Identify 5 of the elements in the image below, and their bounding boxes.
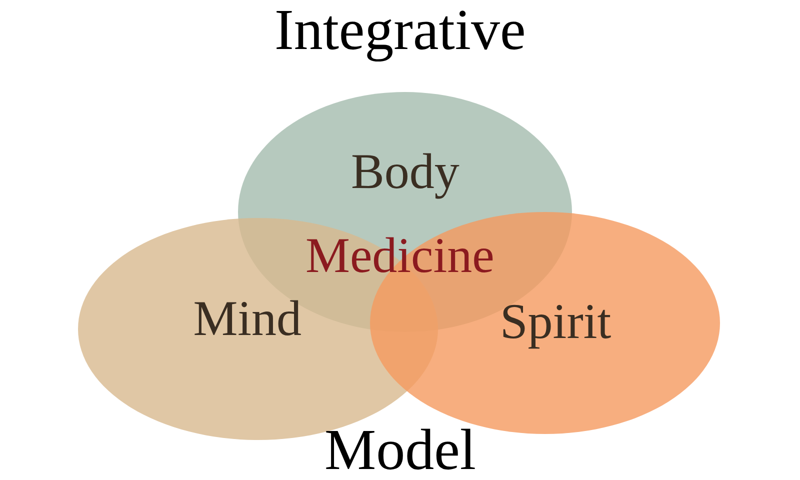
diagram-title: Integrative — [274, 1, 526, 59]
diagram-caption: Model — [324, 421, 476, 479]
circle-label: Mind — [193, 292, 302, 343]
circle-label: Body — [351, 146, 460, 196]
center-label: Medicine — [306, 230, 494, 280]
